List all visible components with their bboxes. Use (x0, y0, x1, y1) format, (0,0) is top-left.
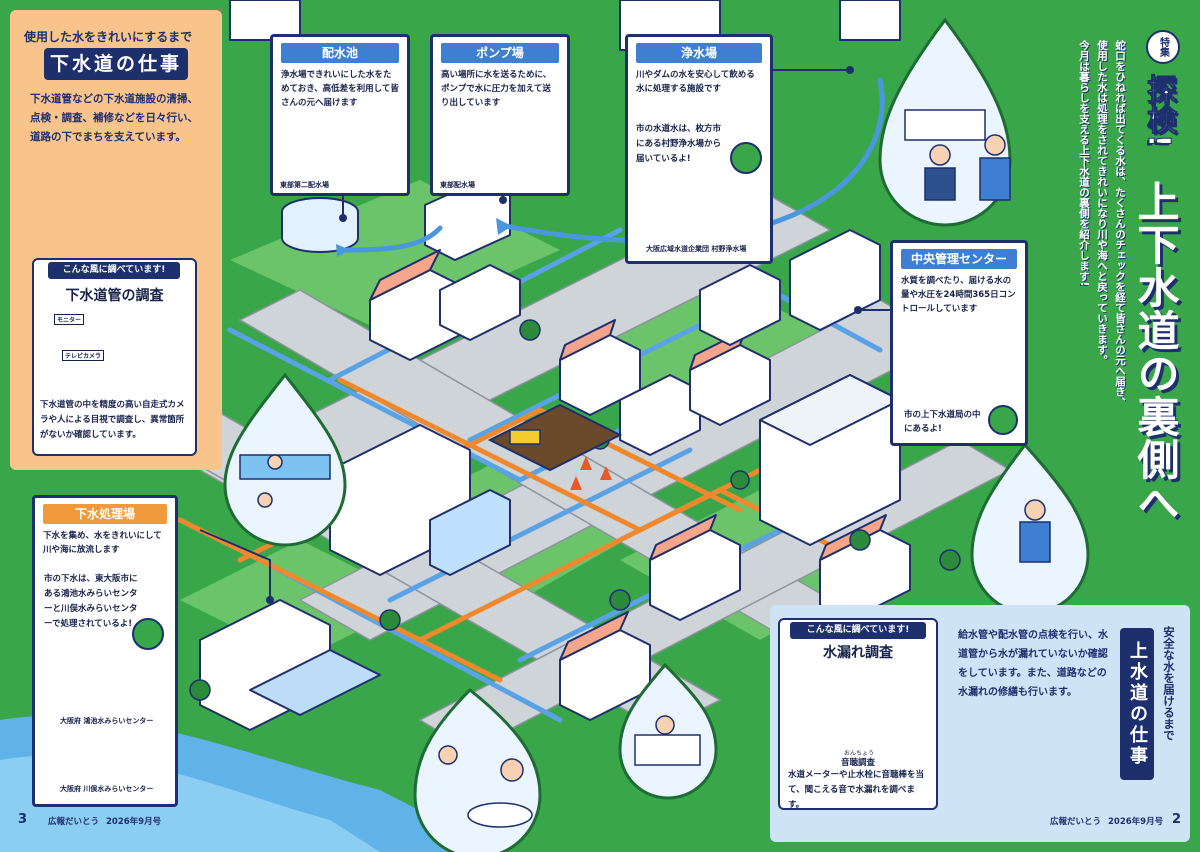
water-panel-title: 上水道の仕事 (1120, 628, 1154, 780)
sewage-plant-title: 下水処理場 (43, 504, 167, 524)
distribution-reservoir-title: 配水池 (281, 43, 399, 63)
footer-left-issue: 2026年9月号 (106, 817, 162, 827)
footer-left-publication: 広報だいとう (48, 817, 100, 827)
feature-lead-col3: 今月は暮らしを支える上下水道の裏側を紹介します! (1078, 40, 1090, 287)
sewage-plant-note: 市の下水は、東大阪市にある鴻池水みらいセンターと川俣水みらいセンターで処理されて… (44, 574, 138, 629)
leak-survey-desc: 水道メーターや止水栓に音聴棒を当て、聞こえる音で水漏れを調べます。 (788, 770, 925, 810)
sewage-plant-photo1-caption: 大阪府 鴻池水みらいセンター (60, 717, 154, 725)
leak-survey-card (778, 618, 938, 810)
sound-survey-ruby: おんちょう (844, 750, 875, 757)
construction-site (487, 403, 623, 490)
water-plant-photo-caption: 大阪広域水道企業団 村野浄水場 (646, 245, 747, 253)
sewer-survey-tag: こんな風に調べています! (48, 262, 180, 279)
distribution-reservoir-photo-caption: 東部第二配水場 (278, 180, 331, 190)
sound-survey-label: 音聴調査 (840, 758, 875, 768)
sewage-plant-photo2-caption: 大阪府 川俣水みらいセンター (60, 785, 154, 793)
feature-badge: 特集 (1146, 30, 1180, 64)
feature-badge-label: 特集 (1157, 37, 1169, 57)
mascot-icon (132, 618, 164, 650)
water-plant-title: 浄水場 (636, 43, 762, 63)
label-monitor: モニター (54, 314, 85, 325)
drop-figures (239, 109, 1051, 828)
footer-left-page-number: 3 (18, 812, 28, 827)
distribution-reservoir-desc: 浄水場できれいにした水をためておき、高低差を利用して皆さんの元へ届けます (281, 70, 399, 108)
buildings (199, 0, 911, 731)
footer-right-issue: 2026年9月号 (1108, 817, 1164, 827)
label-tv-camera: テレビカメラ (62, 350, 105, 361)
sewer-survey-card (32, 258, 197, 456)
feature-title-part2: 上下水道の裏側へ (1131, 180, 1180, 524)
water-plant-desc: 川やダムの水を安心して飲める水に処理する施設です (636, 70, 755, 94)
pump-station-desc: 高い場所に水を送るために、ポンプで水に圧力を加えて送り出しています (441, 70, 552, 108)
pump-station-title: ポンプ場 (441, 43, 559, 63)
supply-flow-arrows (337, 77, 885, 253)
sewer-survey-desc: 下水道管の中を精度の高い自走式カメラや人による目視で調査し、異常箇所がないか確認… (40, 400, 185, 440)
sewer-kicker: 使用した水をきれいにするまで (24, 30, 193, 44)
sewage-plant-desc: 下水を集め、水をきれいにして川や海に放流します (43, 531, 162, 555)
card-distribution-reservoir: 配水池 浄水場できれいにした水をためておき、高低差を利用して皆さんの元へ届けます (270, 34, 410, 196)
central-control-title: 中央管理センター (901, 249, 1017, 269)
sewer-desc: 下水道管などの下水道施設の清掃、点検・調査、補修などを日々行い、道路の下でまちを… (30, 93, 198, 143)
central-control-desc: 水質を調べたり、届ける水の量や水圧を24時間365日コントロールしています (901, 276, 1016, 314)
card-pump-station: ポンプ場 高い場所に水を送るために、ポンプで水に圧力を加えて送り出しています (430, 34, 570, 196)
footer-bar (0, 806, 1200, 852)
footer-right-page-number: 2 (1172, 812, 1182, 827)
card-sewage-plant: 下水処理場 下水を集め、水をきれいにして川や海に放流します (32, 495, 178, 807)
sewer-survey-title: 下水道管の調査 (65, 288, 164, 304)
feature-lead-col1: 蛇口をひねれば出てくる水は、たくさんのチェックを経て皆さんの元へ届き、 (1114, 40, 1126, 408)
connector-lines (199, 69, 895, 600)
feature-lead-col2: 使用した水は処理をされてきれいになり川や海へと戻っていきます。 (1096, 40, 1108, 366)
feature-title-area: 特集 探検! 上下水道の裏側へ 蛇口をひねれば出てくる水は、たくさんのチェックを… (1010, 10, 1190, 600)
leak-survey-title: 水漏れ調査 (823, 645, 893, 661)
mascot-icon (730, 142, 762, 174)
water-panel-desc: 給水管や配水管の点検を行い、水道管から水が漏れていないか確認をしています。また、… (958, 630, 1108, 698)
central-control-note: 市の上下水道局の中にあるよ! (904, 410, 981, 434)
footer-right-publication: 広報だいとう (1050, 817, 1102, 827)
feature-title-part1: 探検! (1141, 74, 1177, 149)
water-plant-note: 市の水道水は、枚方市にある村野浄水場から届いているよ! (636, 124, 722, 164)
pump-station-photo-caption: 東部配水場 (438, 180, 477, 190)
sewer-title: 下水道の仕事 (44, 48, 188, 80)
leak-survey-tag: こんな風に調べています! (790, 622, 926, 639)
card-central-control: 中央管理センター 水質を調べたり、届ける水の量や水圧を24時間365日コントロー… (890, 240, 1028, 446)
mascot-icon (988, 405, 1018, 435)
water-panel-kicker: 安全な水を届けるまで (1162, 626, 1176, 741)
